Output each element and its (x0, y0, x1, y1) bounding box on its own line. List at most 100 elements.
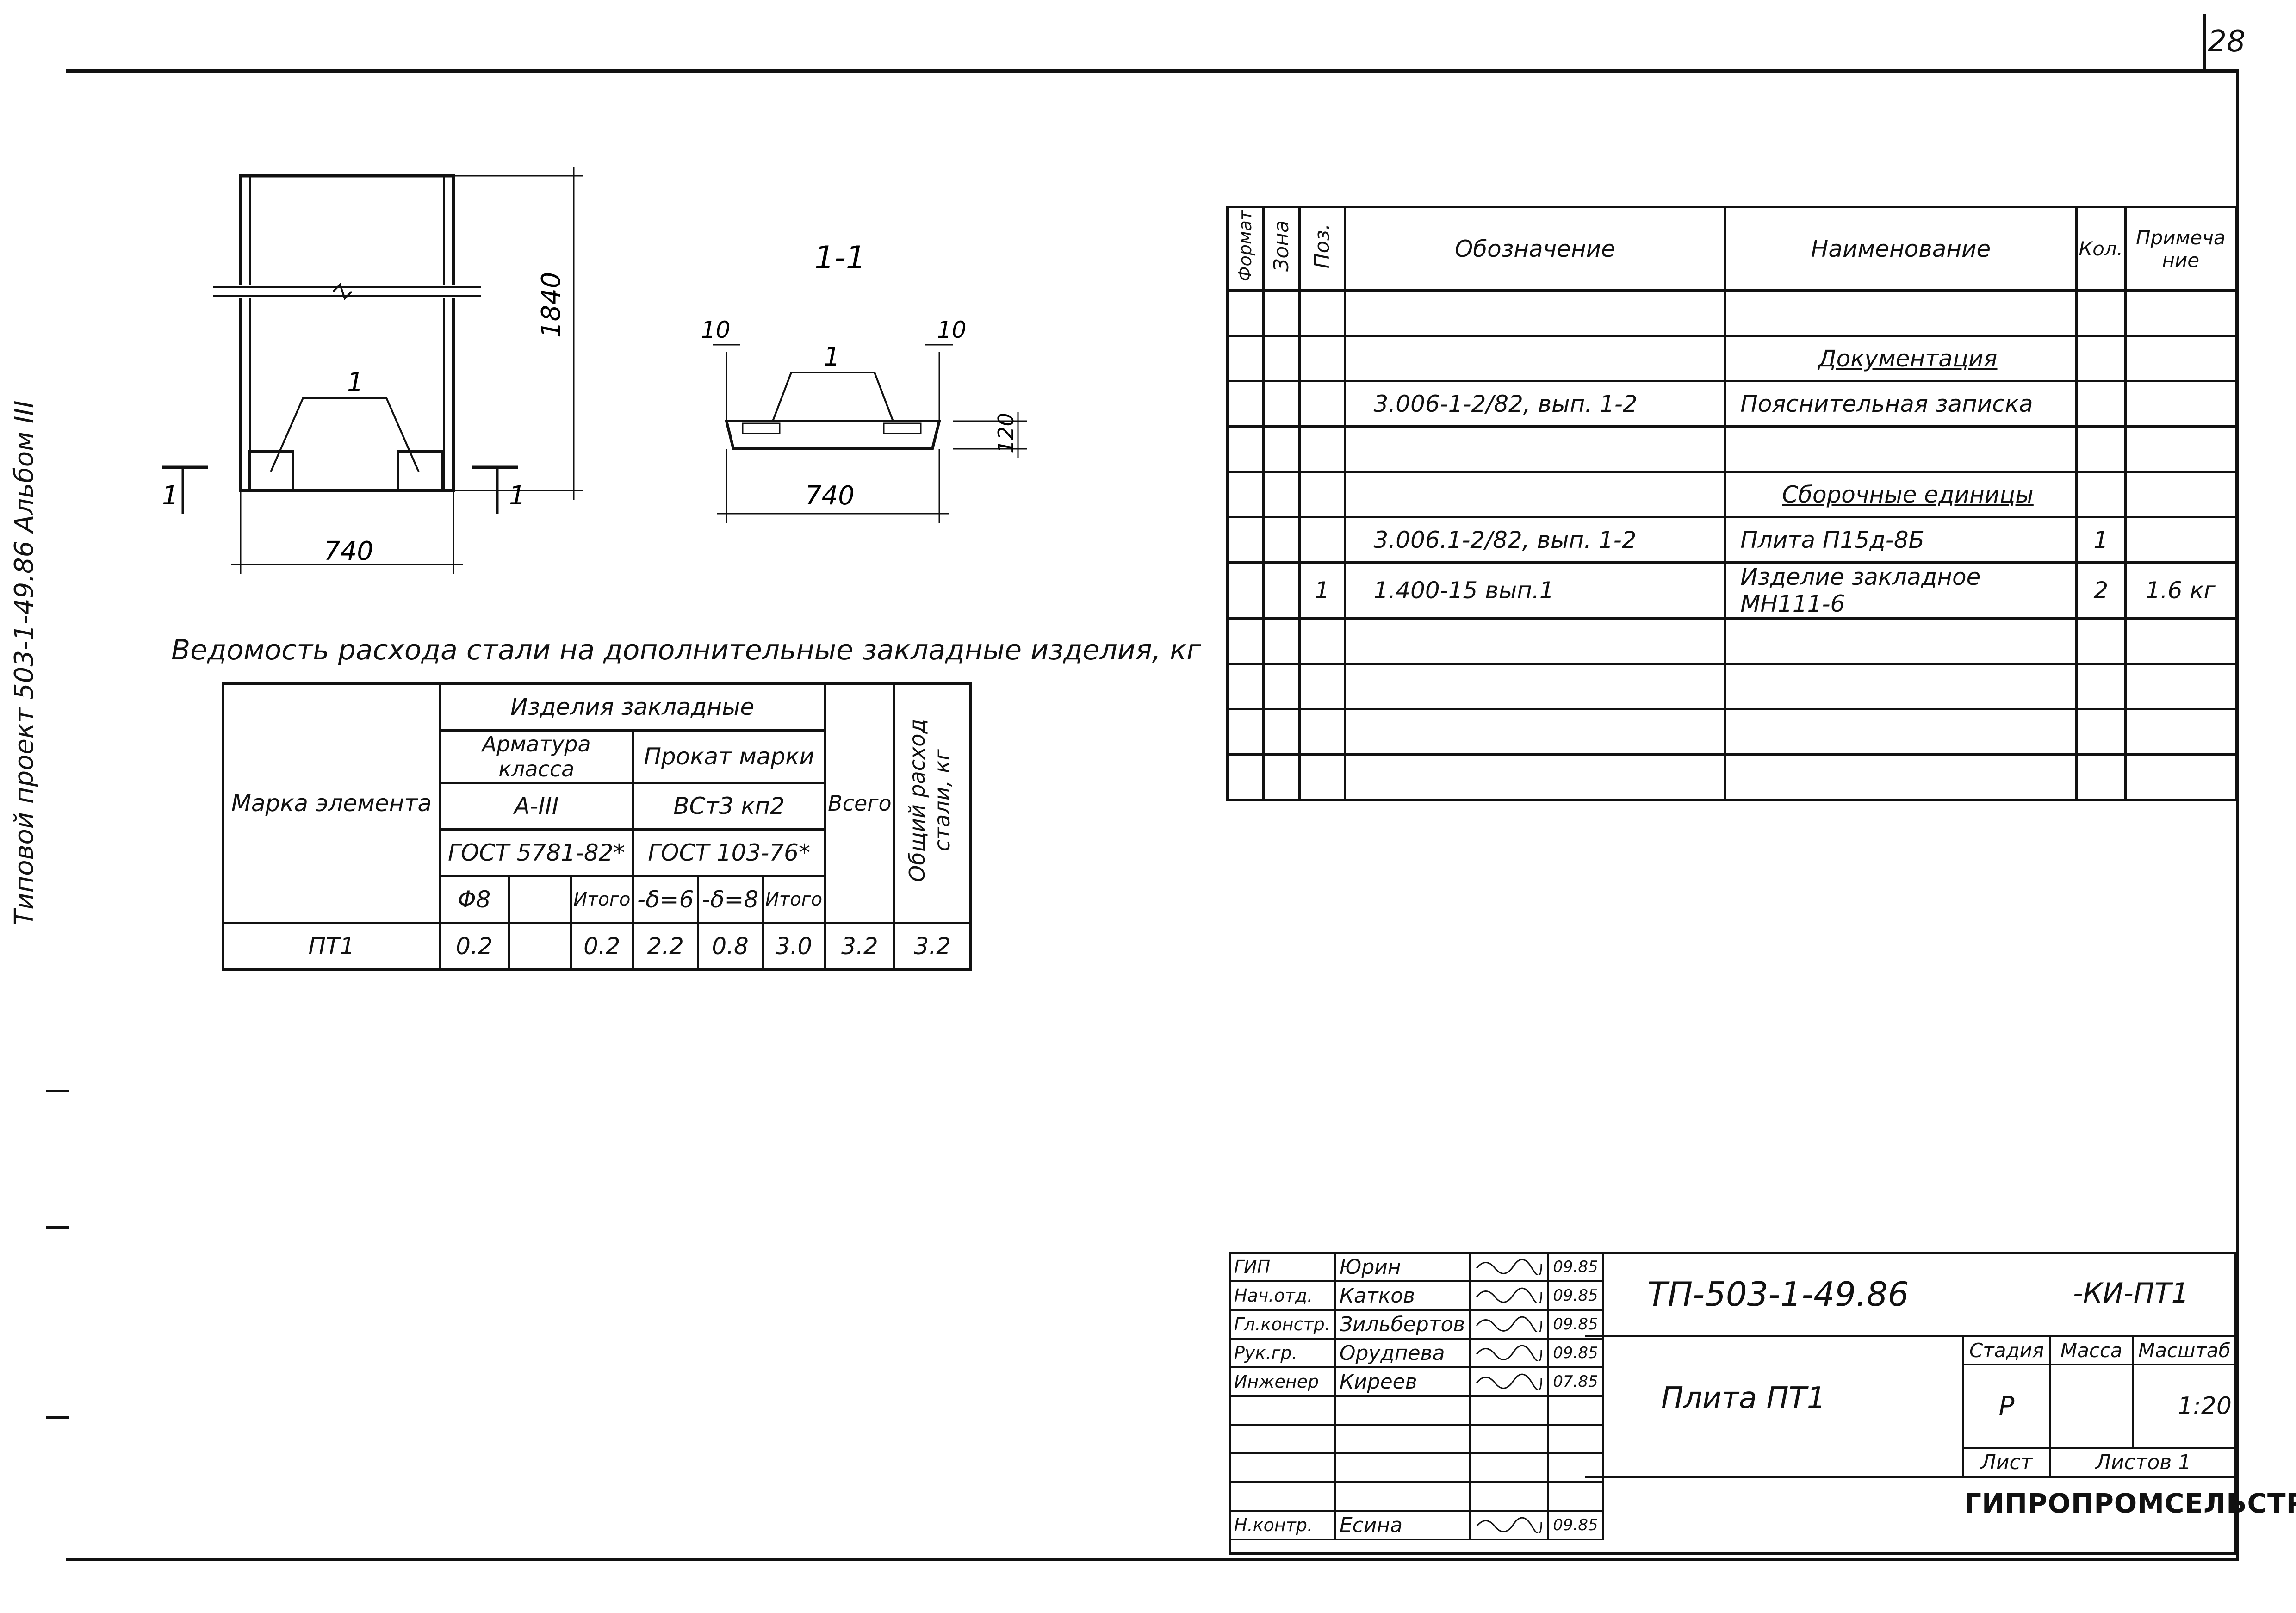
table-row: Документация (1226, 335, 2238, 382)
cell-role: Н.контр. (1229, 1510, 1336, 1540)
cell-designation (1343, 663, 1727, 710)
section-drawing: 1-1 1 10 10 120 740 (701, 240, 1027, 523)
margin-tick (46, 1416, 69, 1419)
cell-role: Нач.отд. (1229, 1280, 1336, 1311)
cell-date: 09.85 (1547, 1280, 1604, 1311)
cell-signature (1469, 1424, 1550, 1454)
cell-name: Документация (1724, 335, 2078, 382)
cell-format (1226, 617, 1265, 665)
cell-signature (1469, 1395, 1550, 1426)
cell-total: 3.2 (824, 922, 896, 971)
doc-title: Плита ПТ1 (1661, 1381, 1826, 1415)
cell-qty (2075, 335, 2127, 382)
dim-height: 1840 (536, 272, 566, 338)
cell-note (2124, 425, 2238, 473)
spec-table: Формат Зона Поз. Обозначение Наименовани… (1226, 206, 2238, 801)
table-row (1226, 753, 2238, 801)
cell-qty (2075, 471, 2127, 518)
cell-qty (2075, 289, 2127, 337)
drawing-frame (66, 69, 2239, 1561)
cell-note (2124, 753, 2238, 801)
cell-name: Орудпева (1334, 1338, 1471, 1368)
header-d6: -δ=6 (632, 875, 699, 924)
section-outline (725, 420, 941, 450)
cell-qty (2075, 753, 2127, 801)
table-row (1226, 663, 2238, 710)
header-pos: Поз. (1310, 223, 1334, 269)
cell-zone (1262, 380, 1301, 428)
cell-format (1226, 753, 1265, 801)
plate-outline (239, 174, 455, 492)
cell-note (2124, 335, 2238, 382)
cell-overall: 3.2 (893, 922, 972, 971)
cell-designation (1343, 753, 1727, 801)
section-title: 1-1 (814, 240, 866, 276)
sheet-label: Лист (1961, 1447, 2052, 1477)
cell-format (1226, 380, 1265, 428)
cell-role: Гл.констр. (1229, 1309, 1336, 1340)
cell-qty (2075, 617, 2127, 665)
cell-zone (1262, 289, 1301, 337)
dim-width: 740 (324, 536, 373, 566)
cell-pos (1298, 663, 1346, 710)
sheet-number: 28 (2203, 14, 2247, 69)
cell-pos (1298, 289, 1346, 337)
table-row (1226, 708, 2238, 756)
stage-value: Р (1961, 1364, 2052, 1449)
signature-row (1229, 1424, 1604, 1454)
header-rolled-gost: ГОСТ 103-76* (632, 828, 826, 877)
signature (1469, 1280, 1550, 1311)
cell-zone (1262, 516, 1301, 564)
header-d8: -δ=8 (696, 875, 764, 924)
cell-blank (508, 922, 572, 971)
cell-name (1724, 425, 2078, 473)
section-dim-height: 120 (993, 413, 1018, 453)
cell-zone (1262, 753, 1301, 801)
cell-name (1334, 1452, 1471, 1483)
signature (1469, 1510, 1550, 1540)
cell-zone (1262, 663, 1301, 710)
signature (1469, 1309, 1550, 1340)
sheets-label: Листов 1 (2049, 1447, 2237, 1477)
section-dim-width: 740 (805, 481, 855, 511)
cell-signature (1469, 1481, 1550, 1512)
cell-qty (2075, 425, 2127, 473)
dim-right: 10 (937, 316, 967, 343)
header-zone: Зона (1269, 220, 1293, 272)
table-row (1226, 425, 2238, 473)
cell-signature (1469, 1452, 1550, 1483)
signature (1469, 1252, 1550, 1282)
cell-format (1226, 471, 1265, 518)
cell-name (1724, 617, 2078, 665)
cell-role: ГИП (1229, 1252, 1336, 1282)
cell-d8: 0.8 (696, 922, 764, 971)
header-rebar-class: А-III (438, 782, 634, 831)
cell-role (1229, 1395, 1336, 1426)
cell-note (2124, 617, 2238, 665)
header-overall: Общий расход стали, кг (905, 719, 955, 882)
signature-row (1229, 1452, 1604, 1483)
section-pos-label: 1 (824, 342, 840, 372)
header-note: Примечание (2124, 206, 2238, 292)
cell-date (1547, 1481, 1604, 1512)
cell-name: Есина (1334, 1510, 1471, 1540)
cell-name (1724, 663, 2078, 710)
header-rebar-gost: ГОСТ 5781-82* (438, 828, 634, 877)
signature-row (1229, 1395, 1604, 1426)
header-blank (508, 875, 572, 924)
cell-zone (1262, 335, 1301, 382)
cell-name: Катков (1334, 1280, 1471, 1311)
cell-pos (1298, 753, 1346, 801)
header-name: Наименование (1724, 206, 2078, 292)
section-mark-left: 1 (162, 481, 179, 511)
cell-zone (1262, 708, 1301, 756)
header-mass: Масса (2049, 1335, 2134, 1365)
cell-date: 09.85 (1547, 1510, 1604, 1540)
cell-name: Сборочные единицы (1724, 471, 2078, 518)
signature-row (1229, 1481, 1604, 1512)
cell-designation (1343, 708, 1727, 756)
cell-designation (1343, 289, 1727, 337)
